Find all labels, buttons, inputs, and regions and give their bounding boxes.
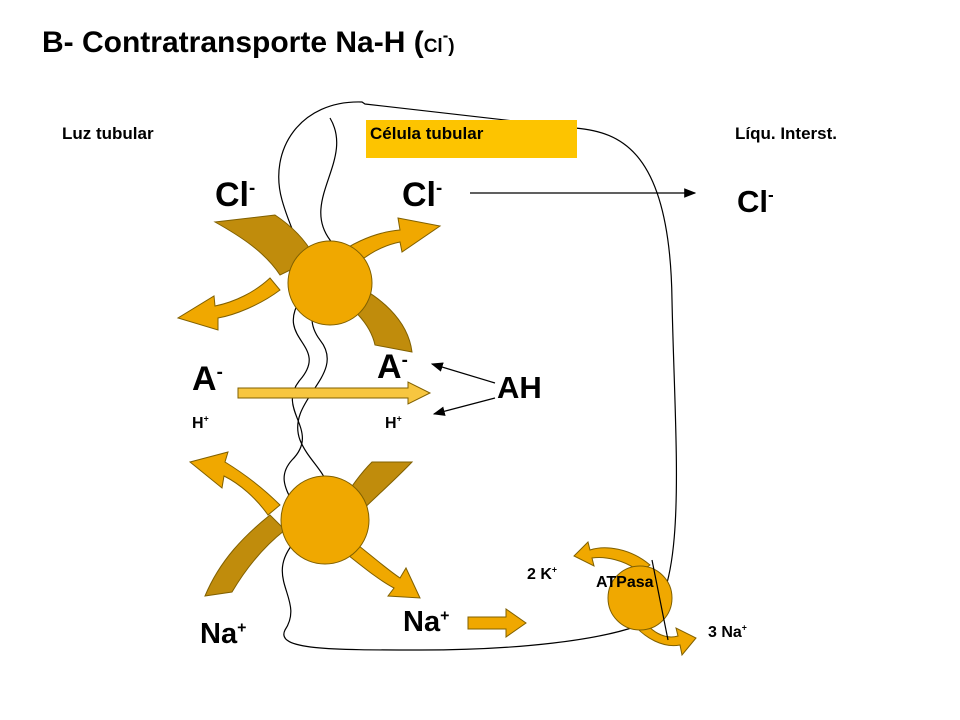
exchanger-arrow-a-out xyxy=(176,277,281,331)
ion-cl-cell-charge: - xyxy=(436,176,443,198)
ion-na-cell-charge: + xyxy=(440,607,450,625)
atpase-label: ATPasa xyxy=(596,574,654,591)
exchanger-carrier xyxy=(287,240,373,326)
nhe-arrow-na-lumen xyxy=(204,514,286,597)
title-close: ) xyxy=(448,36,455,57)
ion-cl-cell: Cl- xyxy=(402,178,442,212)
ion-h-lumen-base: H xyxy=(192,415,204,432)
ion-cl-lumen-charge: - xyxy=(249,176,256,198)
ion-na-cell: Na+ xyxy=(403,608,449,637)
ah-to-a-arrow xyxy=(430,362,496,384)
ion-cl-lumen-base: Cl xyxy=(215,176,249,214)
ion-na-cell-base: Na xyxy=(403,606,441,638)
ion-na-lumen-charge: + xyxy=(237,619,247,637)
cell-region-highlight xyxy=(366,120,577,158)
na-k-atpase xyxy=(573,541,697,657)
ion-na-pump-base: 3 Na xyxy=(708,624,742,641)
na-entry-arrow xyxy=(467,608,527,638)
ion-cl-interstitium-base: Cl xyxy=(737,184,768,219)
title-ion-charge: - xyxy=(442,27,449,45)
ion-a-cell-base: A xyxy=(377,348,402,386)
region-label-cell: Célula tubular xyxy=(370,124,484,143)
ion-a-cell-charge: - xyxy=(401,348,408,370)
region-label-interstitium: Líqu. Interst. xyxy=(735,124,837,143)
atpase-arrow-k-in xyxy=(573,541,651,573)
ion-a-lumen-base: A xyxy=(192,360,217,398)
region-label-lumen: Luz tubular xyxy=(62,124,154,143)
ah-crossing-arrow xyxy=(237,381,432,405)
ion-na-lumen: Na+ xyxy=(200,620,246,649)
exchanger-arrow-cl-in xyxy=(213,214,316,276)
ion-cl-lumen: Cl- xyxy=(215,178,255,212)
molecule-ah: AH xyxy=(497,370,542,405)
title-main: B- Contratransporte Na-H ( xyxy=(42,26,424,59)
ion-h-cell-charge: + xyxy=(396,413,402,424)
ion-k-pump-base: 2 K xyxy=(527,566,552,583)
ion-a-lumen-charge: - xyxy=(216,360,223,382)
ah-to-h-arrow xyxy=(432,397,496,416)
ion-cl-interstitium: Cl- xyxy=(737,186,774,217)
ion-h-cell: H+ xyxy=(385,413,402,432)
basolateral-membrane xyxy=(651,559,669,641)
ion-h-lumen: H+ xyxy=(192,413,209,432)
ion-na-pump: 3 Na+ xyxy=(708,622,747,641)
ion-na-pump-charge: + xyxy=(741,622,747,633)
lumen-membrane xyxy=(297,117,338,521)
nhe-carrier xyxy=(280,475,370,565)
chloride-anion-exchanger xyxy=(176,214,442,353)
ion-na-lumen-base: Na xyxy=(200,618,238,650)
title-ion: Cl xyxy=(423,36,443,57)
ion-k-pump-charge: + xyxy=(551,564,558,575)
ion-k-pump: 2 K+ xyxy=(527,564,558,583)
ion-cl-cell-base: Cl xyxy=(402,176,436,214)
sodium-hydrogen-exchanger xyxy=(188,451,421,599)
ion-h-lumen-charge: + xyxy=(203,413,209,424)
ion-h-cell-base: H xyxy=(385,415,397,432)
nhe-arrow-h-out xyxy=(188,451,281,516)
cell-outline xyxy=(278,101,678,651)
ion-a-cell: A- xyxy=(377,350,408,384)
page-title: B- Contratransporte Na-H (Cl-) xyxy=(42,28,455,58)
ion-a-lumen: A- xyxy=(192,362,223,396)
ion-cl-interstitium-charge: - xyxy=(768,185,774,205)
